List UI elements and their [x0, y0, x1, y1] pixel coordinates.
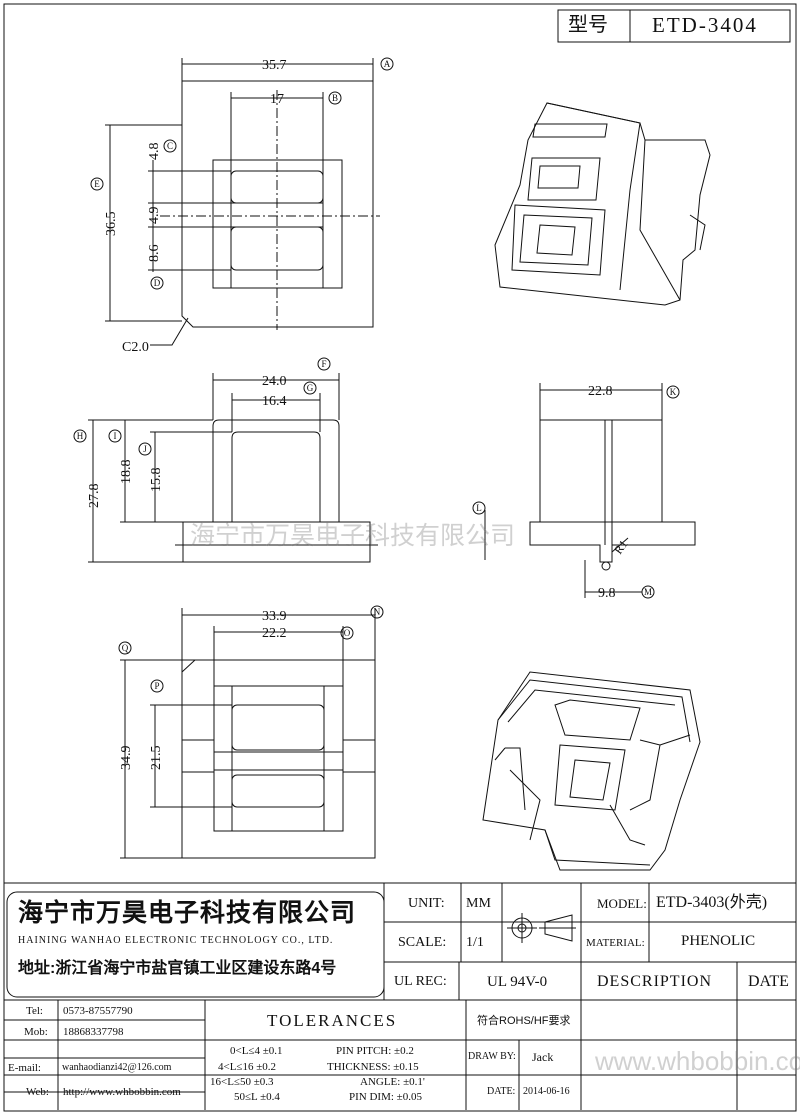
dim-top-inner: 17	[270, 92, 284, 107]
date-field-value: 2014-06-16	[523, 1086, 570, 1097]
dim-top-4-8: 4.8	[147, 143, 162, 161]
dim-side-9-8: 9.8	[598, 586, 616, 601]
dim-front-height: 27.8	[87, 484, 102, 509]
dim-top-height: 36.5	[104, 212, 119, 237]
dim-front-15-8: 15.8	[149, 468, 164, 493]
tag-k: K	[670, 387, 677, 397]
company-name-en: HAINING WANHAO ELECTRONIC TECHNOLOGY CO.…	[18, 935, 334, 946]
dim-side-radius: R1	[611, 537, 631, 557]
title-block-grid	[4, 882, 796, 1110]
part-number-label: 型号	[568, 14, 608, 36]
dim-front-width: 24.0	[262, 374, 287, 389]
mob-label: Mob:	[24, 1026, 48, 1038]
scale-value: 1/1	[466, 935, 484, 950]
tel-value: 0573-87557790	[63, 1005, 133, 1017]
dim-top-width: 35.7	[262, 58, 287, 73]
mob-value: 18868337798	[63, 1026, 124, 1038]
company-address: 地址:浙江省海宁市盐官镇工业区建设东路4号	[18, 960, 337, 977]
pin-dim: PIN DIM: ±0.05	[349, 1091, 422, 1103]
tag-g: G	[307, 383, 314, 393]
dim-bottom-width: 33.9	[262, 609, 287, 624]
company-watermark: 海宁市万昊电子科技有限公司	[190, 522, 516, 550]
date-header: DATE	[748, 973, 789, 990]
tag-f: F	[321, 359, 326, 369]
tolerance-row-2: 4<L≤16 ±0.2	[218, 1061, 276, 1073]
tag-l: L	[476, 503, 482, 513]
tag-a: A	[384, 59, 391, 69]
company-name-cn: 海宁市万昊电子科技有限公司	[18, 899, 357, 927]
tag-h: H	[77, 431, 84, 441]
tag-m: M	[644, 587, 652, 597]
rohs-note: 符合ROHS/HF要求	[477, 1015, 571, 1027]
tolerance-row-3: 16<L≤50 ±0.3	[210, 1076, 274, 1088]
material-value: PHENOLIC	[681, 933, 756, 949]
ulrec-label: UL REC:	[394, 974, 447, 989]
ulrec-value: UL 94V-0	[487, 974, 548, 990]
tag-d: D	[154, 278, 161, 288]
dim-bottom-inner: 22.2	[262, 626, 287, 641]
dim-bottom-21-5: 21.5	[149, 746, 164, 771]
model-label: MODEL:	[597, 896, 647, 911]
tag-q: Q	[122, 643, 129, 653]
email-value: wanhaodianzi42@126.com	[62, 1062, 172, 1073]
model-value: ETD-3403(外壳)	[656, 894, 768, 911]
sheet-border	[3, 3, 797, 1112]
tag-b: B	[332, 93, 338, 103]
web-value: http://www.whbobbin.com	[63, 1086, 181, 1098]
dim-top-8-6: 8.6	[147, 245, 162, 263]
side-view	[484, 383, 696, 598]
circle-tag-letters: A B C D E F G H I J K L M N O Q P	[77, 59, 677, 691]
scale-label: SCALE:	[398, 935, 447, 950]
drawby-value: Jack	[532, 1050, 554, 1064]
tolerances-title: TOLERANCES	[267, 1011, 398, 1030]
angle: ANGLE: ±0.1'	[360, 1076, 425, 1088]
iso-view-top	[494, 102, 711, 306]
tag-o: O	[344, 628, 351, 638]
tag-p: P	[154, 681, 159, 691]
thickness: THICKNESS: ±0.15	[327, 1061, 419, 1073]
pin-pitch: PIN PITCH: ±0.2	[336, 1045, 414, 1057]
tag-c: C	[167, 141, 173, 151]
dim-side-width: 22.8	[588, 384, 613, 399]
email-label: E-mail:	[8, 1062, 41, 1074]
front-view	[88, 373, 378, 563]
tel-label: Tel:	[26, 1005, 43, 1017]
tag-j: J	[143, 444, 147, 454]
dim-top-4-9: 4.9	[147, 207, 162, 225]
bottom-view	[120, 608, 376, 859]
tag-e: E	[94, 179, 100, 189]
tag-n: N	[374, 607, 381, 617]
url-watermark: www.whbobbin.com	[595, 1046, 800, 1076]
tolerance-row-1: 0<L≤4 ±0.1	[230, 1045, 283, 1057]
dim-front-inner: 16.4	[262, 394, 287, 409]
date-field-label: DATE:	[487, 1086, 516, 1097]
drawby-label: DRAW BY:	[468, 1051, 516, 1062]
material-label: MATERIAL:	[586, 937, 645, 949]
tag-i: I	[114, 431, 117, 441]
part-number-box	[557, 9, 791, 43]
web-label: Web:	[26, 1086, 49, 1098]
dimension-texts: 35.7 17 4.8 4.9 8.6 36.5 C2.0 24.0 16.4 …	[87, 58, 630, 770]
part-number-value: ETD-3404	[652, 13, 758, 37]
dim-bottom-height: 34.9	[119, 746, 134, 771]
unit-label: UNIT:	[408, 896, 445, 911]
dim-front-18-8: 18.8	[119, 460, 134, 485]
tolerance-row-4: 50≤L ±0.4	[234, 1091, 280, 1103]
dim-chamfer: C2.0	[122, 340, 149, 355]
description-header: DESCRIPTION	[597, 973, 713, 990]
iso-view-bottom	[482, 671, 701, 871]
circle-tags	[73, 57, 680, 693]
unit-value: MM	[466, 896, 491, 911]
top-view	[105, 58, 380, 346]
